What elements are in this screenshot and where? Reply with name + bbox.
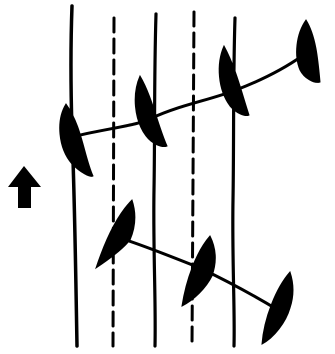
vertical-lines — [69, 4, 237, 348]
upper-node-3 — [218, 44, 250, 116]
upper-node-4 — [296, 19, 321, 83]
vertical-line-1 — [69, 4, 79, 348]
lower-chain — [95, 199, 294, 345]
lower-node-3 — [261, 271, 294, 345]
upper-node-2 — [134, 74, 168, 147]
lower-node-1 — [95, 199, 136, 270]
upper-chain — [59, 19, 321, 177]
lower-node-2 — [181, 235, 216, 307]
vertical-line-2 — [152, 12, 158, 348]
upper-node-1 — [59, 103, 94, 177]
up-arrow-icon — [8, 166, 41, 208]
dashed-line-1 — [111, 16, 116, 348]
upper-chain-link — [75, 54, 303, 138]
